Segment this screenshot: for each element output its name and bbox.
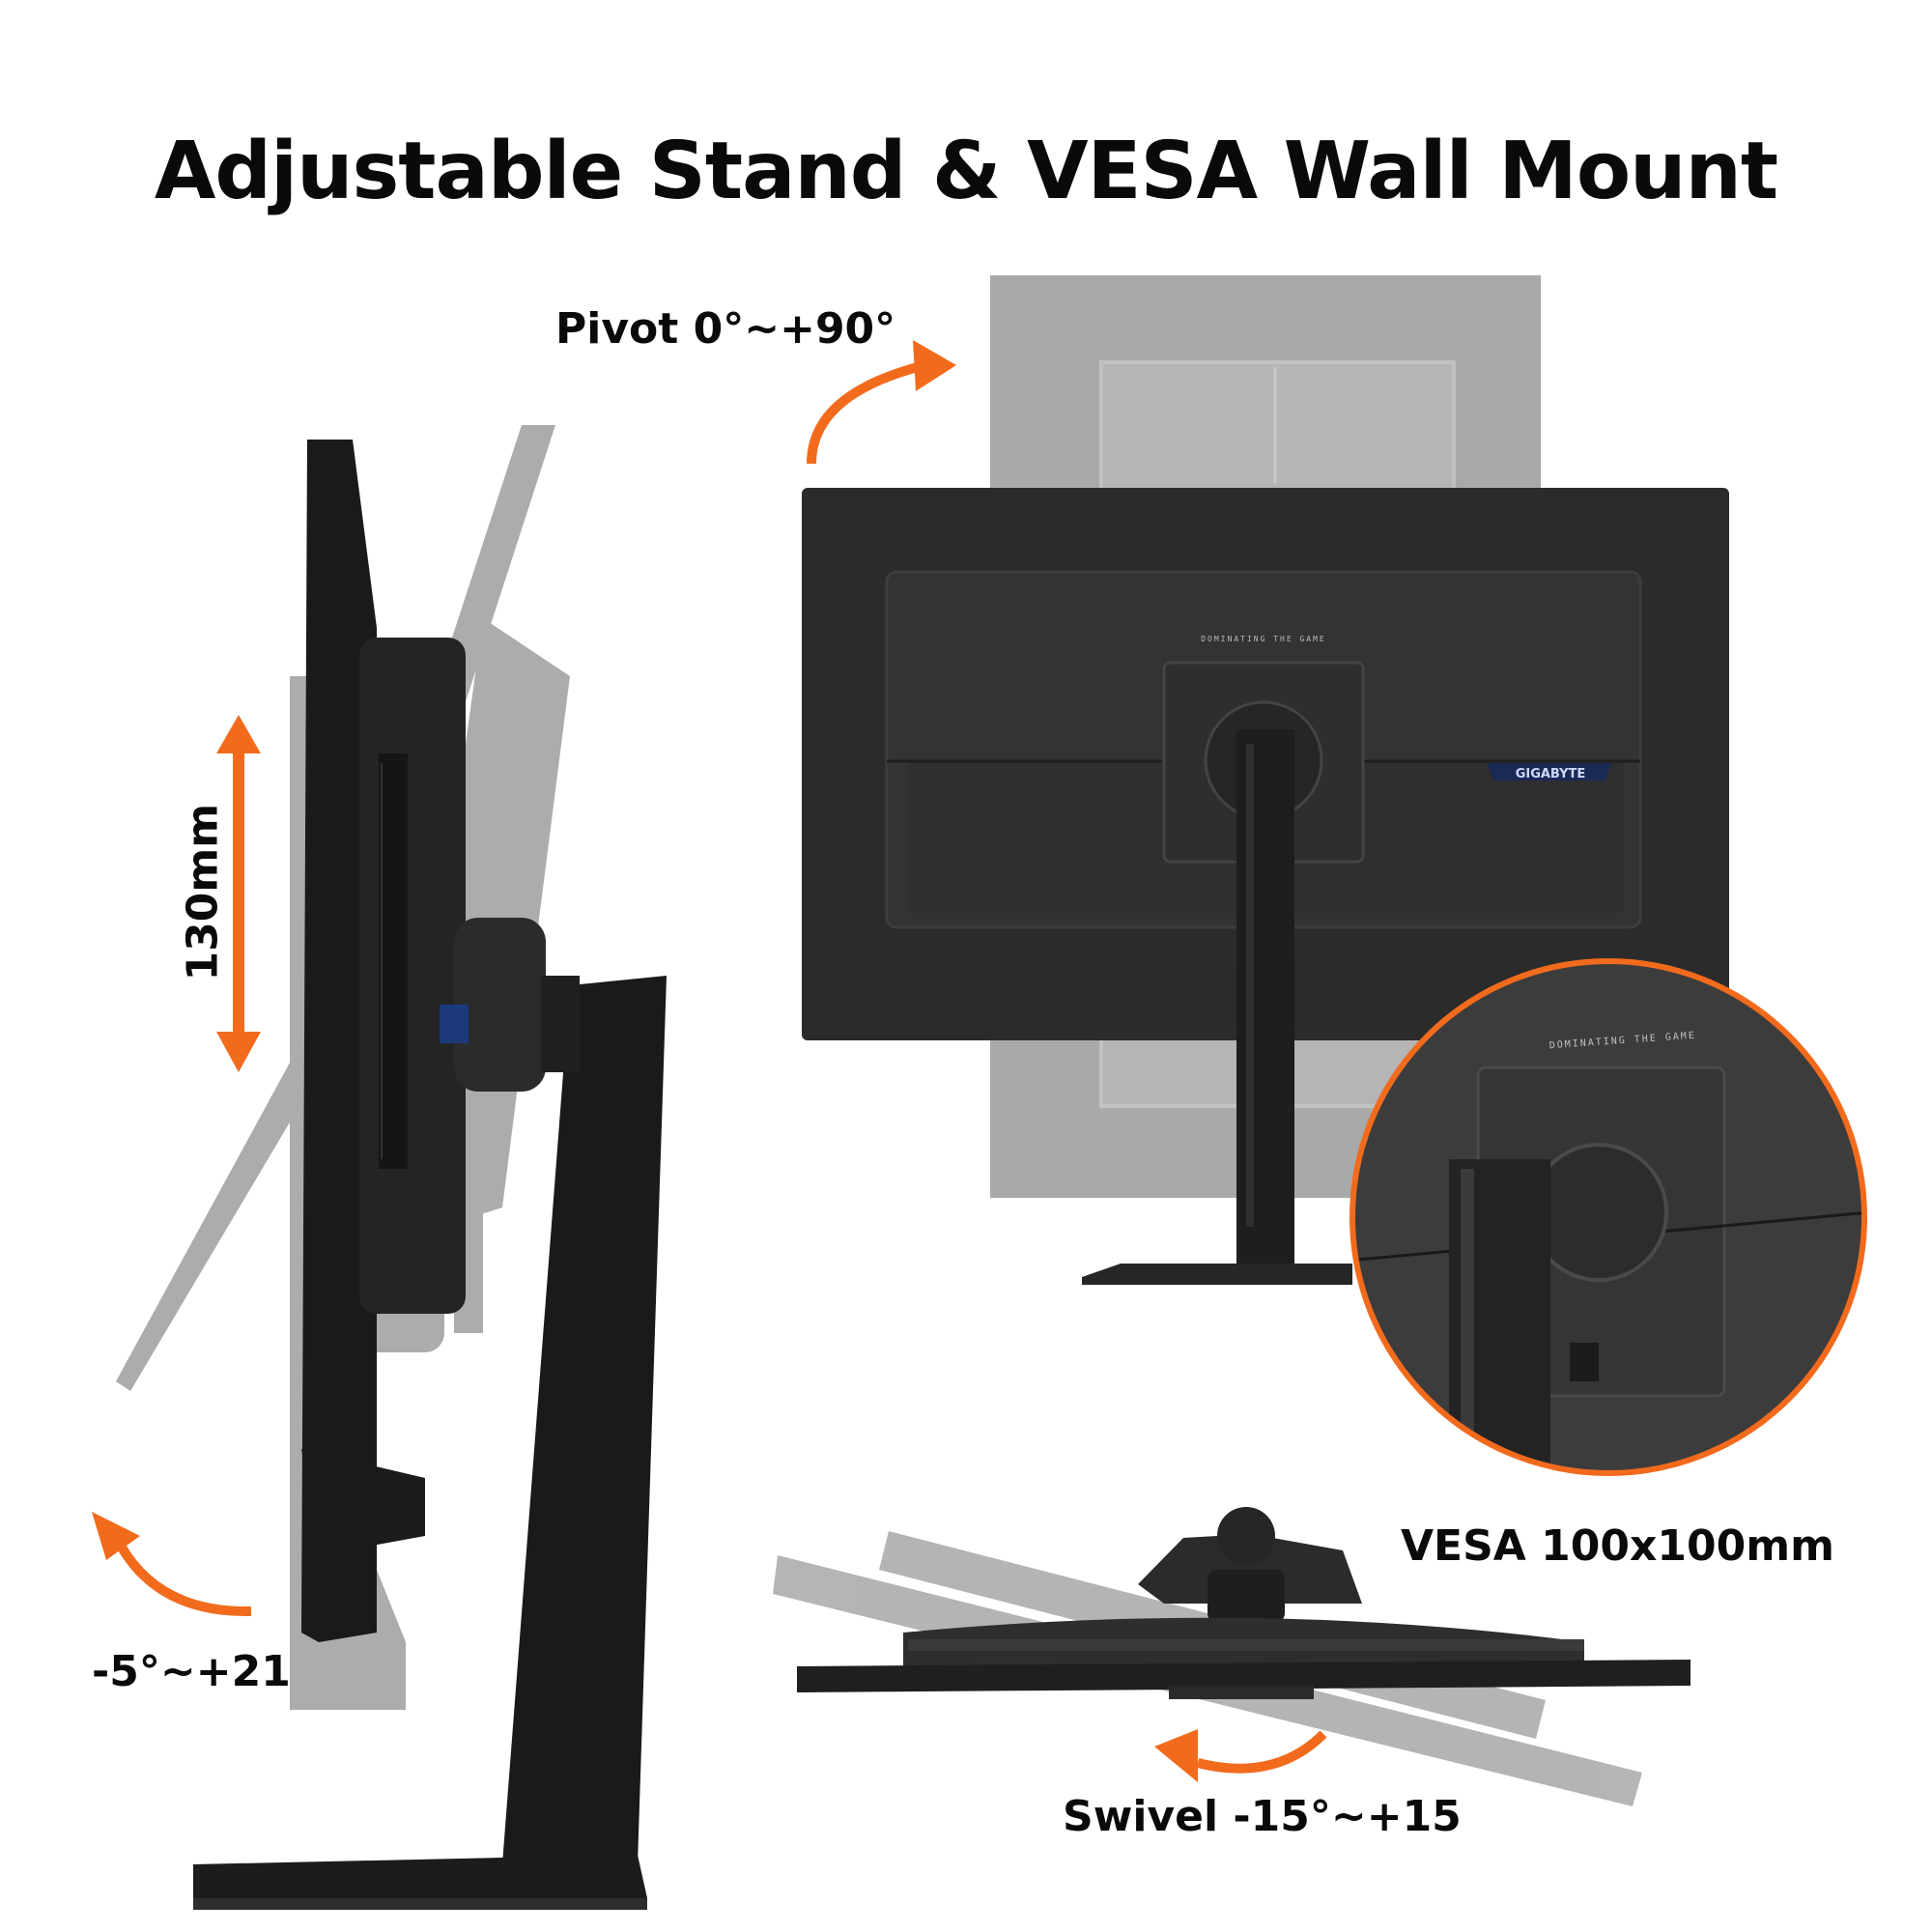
brand-text: GIGABYTE bbox=[1516, 767, 1586, 781]
pivot-label: Pivot 0°~+90° bbox=[555, 304, 896, 354]
top-view-monitor bbox=[797, 1507, 1690, 1699]
vesa-label: VESA 100x100mm bbox=[1401, 1521, 1834, 1571]
tilt-arrow-icon bbox=[92, 1512, 252, 1617]
back-view-monitor: DOMINATING THE GAME GIGABYTE bbox=[802, 488, 1729, 1285]
swivel-label: Swivel -15°~+15 bbox=[1063, 1792, 1462, 1841]
height-double-arrow-icon bbox=[216, 715, 261, 1072]
page-title: Adjustable Stand & VESA Wall Mount bbox=[154, 126, 1778, 217]
side-view-monitor bbox=[193, 440, 667, 1910]
pivot-arrow-icon bbox=[807, 340, 956, 465]
tilt-label: -5°~+21 bbox=[92, 1647, 291, 1696]
swivel-arrow-icon bbox=[1154, 1729, 1327, 1782]
height-label: 130mm bbox=[178, 803, 228, 981]
tagline-text: DOMINATING THE GAME bbox=[1201, 635, 1326, 643]
vesa-zoom-circle: DOMINATING THE GAME bbox=[1350, 958, 1867, 1476]
